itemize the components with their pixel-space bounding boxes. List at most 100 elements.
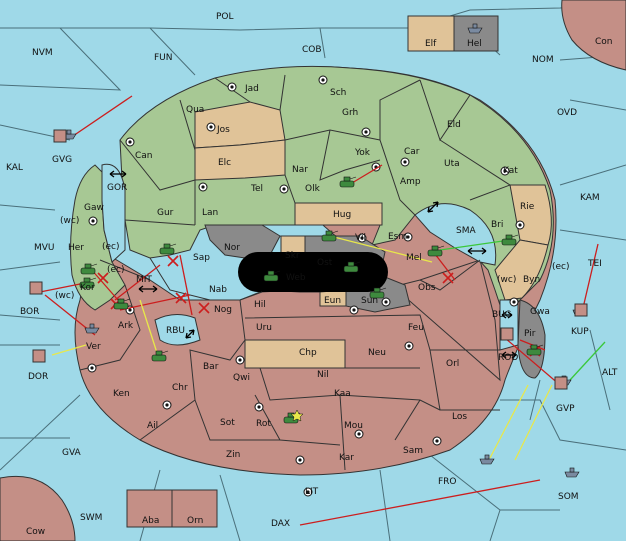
coast-wc-gaw: (wc)	[60, 216, 79, 226]
supply-center	[318, 75, 328, 85]
black-sea	[238, 252, 388, 292]
army-unit	[339, 176, 357, 188]
sea-label-gva: GVA	[62, 448, 82, 458]
label-nor: Nor	[224, 243, 240, 253]
star-icon	[290, 409, 304, 422]
sea-buc	[499, 299, 519, 351]
fleet-unit	[479, 454, 495, 465]
supply-center	[361, 127, 371, 137]
supply-center	[254, 402, 264, 412]
army-unit	[501, 234, 519, 246]
territory-con[interactable]	[561, 0, 626, 71]
label-chr: Chr	[172, 383, 188, 393]
label-nab: Nab	[209, 285, 227, 295]
sea-label-gor: GOR	[107, 183, 127, 193]
label-elf: Elf	[425, 39, 437, 49]
sea-label-nom: NOM	[532, 55, 554, 65]
label-feu: Feu	[408, 323, 424, 333]
label-nil: Nil	[317, 370, 329, 380]
fleet-unit	[84, 323, 100, 334]
army-unit	[80, 263, 98, 275]
label-chp: Chp	[299, 348, 317, 358]
supply-center	[227, 82, 237, 92]
label-her: Her	[68, 243, 84, 253]
army-unit	[263, 270, 281, 282]
supply-center	[500, 166, 510, 176]
supply-center	[235, 355, 245, 365]
army-unit	[343, 261, 361, 273]
label-car: Car	[404, 147, 420, 157]
label-pir: Pir	[524, 329, 536, 339]
label-esm: Esm	[388, 232, 407, 242]
label-rie: Rie	[520, 202, 535, 212]
sea-label-lit: LIT	[305, 487, 319, 497]
label-bri: Bri	[491, 220, 503, 230]
army-unit	[79, 277, 97, 289]
label-ark: Ark	[118, 321, 134, 331]
units-armies[interactable]	[79, 176, 544, 424]
sea-label-cob: COB	[302, 45, 322, 55]
sea-gor	[101, 163, 126, 263]
territory-aba[interactable]	[126, 489, 173, 528]
territory-chp[interactable]	[244, 339, 346, 369]
sea-label-buc: BUC	[492, 310, 511, 320]
army-unit	[427, 245, 445, 257]
label-amp: Amp	[400, 177, 421, 187]
territory-hug[interactable]	[294, 202, 383, 226]
coast-ec-kor: (ec)	[107, 265, 125, 275]
label-con: Con	[595, 37, 613, 47]
label-uta: Uta	[444, 159, 460, 169]
supply-center	[206, 122, 216, 132]
label-kaa: Kaa	[334, 389, 351, 399]
label-grh: Grh	[342, 108, 358, 118]
sea-label-fun: FUN	[154, 53, 173, 63]
supply-center	[198, 182, 208, 192]
label-zin: Zin	[226, 450, 240, 460]
territory-hel[interactable]	[453, 15, 499, 52]
sea-label-nvm: NVM	[32, 48, 53, 58]
label-cow: Cow	[26, 527, 45, 537]
label-web: Web	[286, 273, 306, 283]
label-nar: Nar	[292, 165, 308, 175]
fleet-unit	[564, 467, 580, 478]
label-los: Los	[452, 412, 467, 422]
territory-orn[interactable]	[171, 489, 218, 528]
label-nog: Nog	[214, 305, 232, 315]
label-eun: Eun	[324, 296, 341, 306]
label-obs: Obs	[418, 283, 436, 293]
coast-ec-byn: (ec)	[552, 262, 570, 272]
label-mel: Mel	[406, 253, 422, 263]
label-ost: Ost	[317, 258, 333, 268]
label-hil: Hil	[254, 300, 266, 310]
label-rot: Rot	[256, 419, 271, 429]
territory-cow[interactable]	[0, 475, 76, 541]
sea-label-fro: FRO	[438, 477, 457, 487]
sea-home-markers	[29, 129, 588, 390]
label-kat: Kat	[503, 166, 518, 176]
passage-arrows	[109, 170, 517, 359]
land-labels: Elf Hel Con GVG Jad Sch Qua Jos Grh Eld …	[26, 37, 613, 537]
label-sam: Sam	[403, 446, 423, 456]
sea-labels: POL NVM FUN COB NOM OVD KAL GOR KAM SMA …	[6, 12, 618, 529]
sea-label-bor: BOR	[20, 307, 39, 317]
supply-center	[162, 400, 172, 410]
sea-label-dax: DAX	[271, 519, 290, 529]
territory-pir[interactable]	[517, 299, 546, 379]
supply-center	[357, 233, 367, 243]
label-uru: Uru	[256, 323, 272, 333]
label-orl: Orl	[446, 359, 459, 369]
label-eld: Eld	[447, 120, 461, 130]
label-yok: Yok	[354, 148, 371, 158]
sea-label-mvu: MVU	[34, 243, 55, 253]
coast-wc-byn: (wc)	[497, 275, 516, 285]
label-orn: Orn	[187, 516, 203, 526]
label-ver: Ver	[86, 342, 101, 352]
army-unit	[526, 344, 544, 356]
label-sot: Sot	[220, 418, 235, 428]
supply-center	[88, 216, 98, 226]
coast-wc-kor: (wc)	[55, 291, 74, 301]
sea-label-tei: TEI	[587, 259, 602, 269]
coast-labels: (wc) (ec) (ec) (wc) (wc) (ec)	[55, 216, 570, 301]
sea-label-pol: POL	[216, 12, 234, 22]
